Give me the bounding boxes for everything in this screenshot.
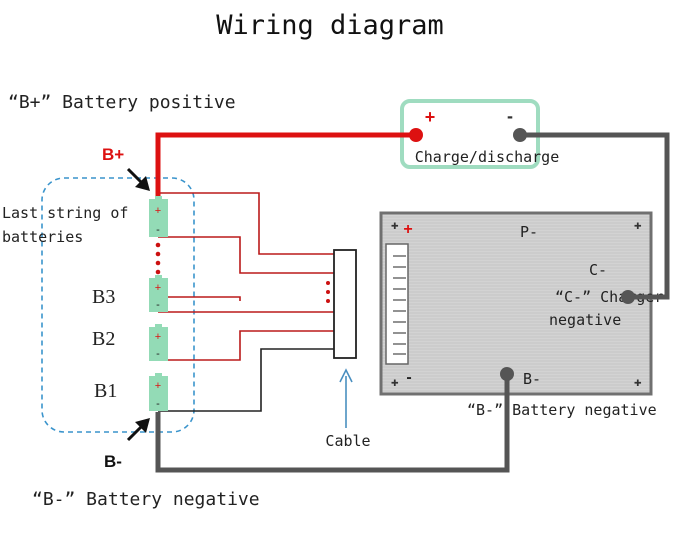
page-title: Wiring diagram (216, 10, 444, 41)
board-balance-connector (385, 243, 409, 365)
b-plus-caption: “B+” Battery positive (8, 92, 236, 113)
board-b-minus-label: B- (523, 370, 541, 388)
b-plus-label: B+ (102, 145, 124, 164)
battery-cell-b1: + - (149, 373, 168, 411)
svg-text:✚: ✚ (634, 379, 642, 389)
charge-plus-sign: + (425, 107, 436, 127)
battery-cell-b2: + - (149, 324, 168, 361)
svg-text:-: - (156, 224, 160, 236)
charge-plus-terminal (409, 128, 423, 142)
protection-board (379, 211, 653, 396)
balance-wires (158, 192, 334, 412)
board-b-minus-caption: “B-” Battery negative (467, 401, 657, 419)
series-dots (155, 242, 161, 275)
b2-label: B2 (92, 328, 115, 350)
board-minus-sign: - (406, 369, 411, 386)
battery-cell-b3: + - (149, 275, 168, 312)
board-p-minus-label: P- (520, 223, 538, 241)
charger-negative-label-line1: “C-” Charger (555, 288, 663, 306)
last-string-label-line1: Last string of (2, 204, 128, 222)
charge-minus-sign: - (507, 106, 513, 126)
svg-text:+: + (155, 331, 161, 343)
b1-label: B1 (94, 380, 117, 402)
svg-text:+: + (155, 380, 161, 392)
svg-text:-: - (156, 299, 160, 311)
cable-arrow (339, 368, 353, 428)
b-minus-caption: “B-” Battery negative (32, 489, 260, 510)
b3-label: B3 (92, 286, 115, 308)
svg-text:-: - (156, 398, 160, 410)
svg-text:-: - (156, 348, 160, 360)
board-corner-screws: ✚ ✚ ✚ ✚ (391, 222, 642, 389)
board-c-minus-label: C- (589, 261, 607, 279)
svg-text:✚: ✚ (391, 222, 399, 232)
cable-connector (333, 249, 357, 359)
cable-continuation-dots (326, 281, 330, 303)
svg-text:+: + (155, 205, 161, 217)
board-b-minus-terminal (500, 367, 514, 381)
charge-discharge-label: Charge/discharge (415, 148, 560, 166)
board-plus-sign: + (403, 221, 412, 238)
charger-negative-wire (520, 132, 670, 300)
b-minus-label: B- (104, 452, 122, 471)
battery-cell-last: + - (149, 196, 168, 237)
battery-negative-wire (155, 374, 510, 473)
charge-minus-terminal (513, 128, 527, 142)
cable-label: Cable (325, 432, 370, 450)
b-minus-arrow-icon (126, 418, 150, 442)
positive-main-wire (155, 132, 416, 198)
charger-negative-label-line2: negative (549, 311, 621, 329)
last-string-label-line2: batteries (2, 228, 83, 246)
svg-text:+: + (155, 282, 161, 294)
battery-pack-outline (41, 177, 195, 433)
svg-text:✚: ✚ (391, 379, 399, 389)
b-plus-arrow-icon (126, 167, 150, 191)
board-c-minus-terminal (621, 290, 635, 304)
svg-text:✚: ✚ (634, 222, 642, 232)
